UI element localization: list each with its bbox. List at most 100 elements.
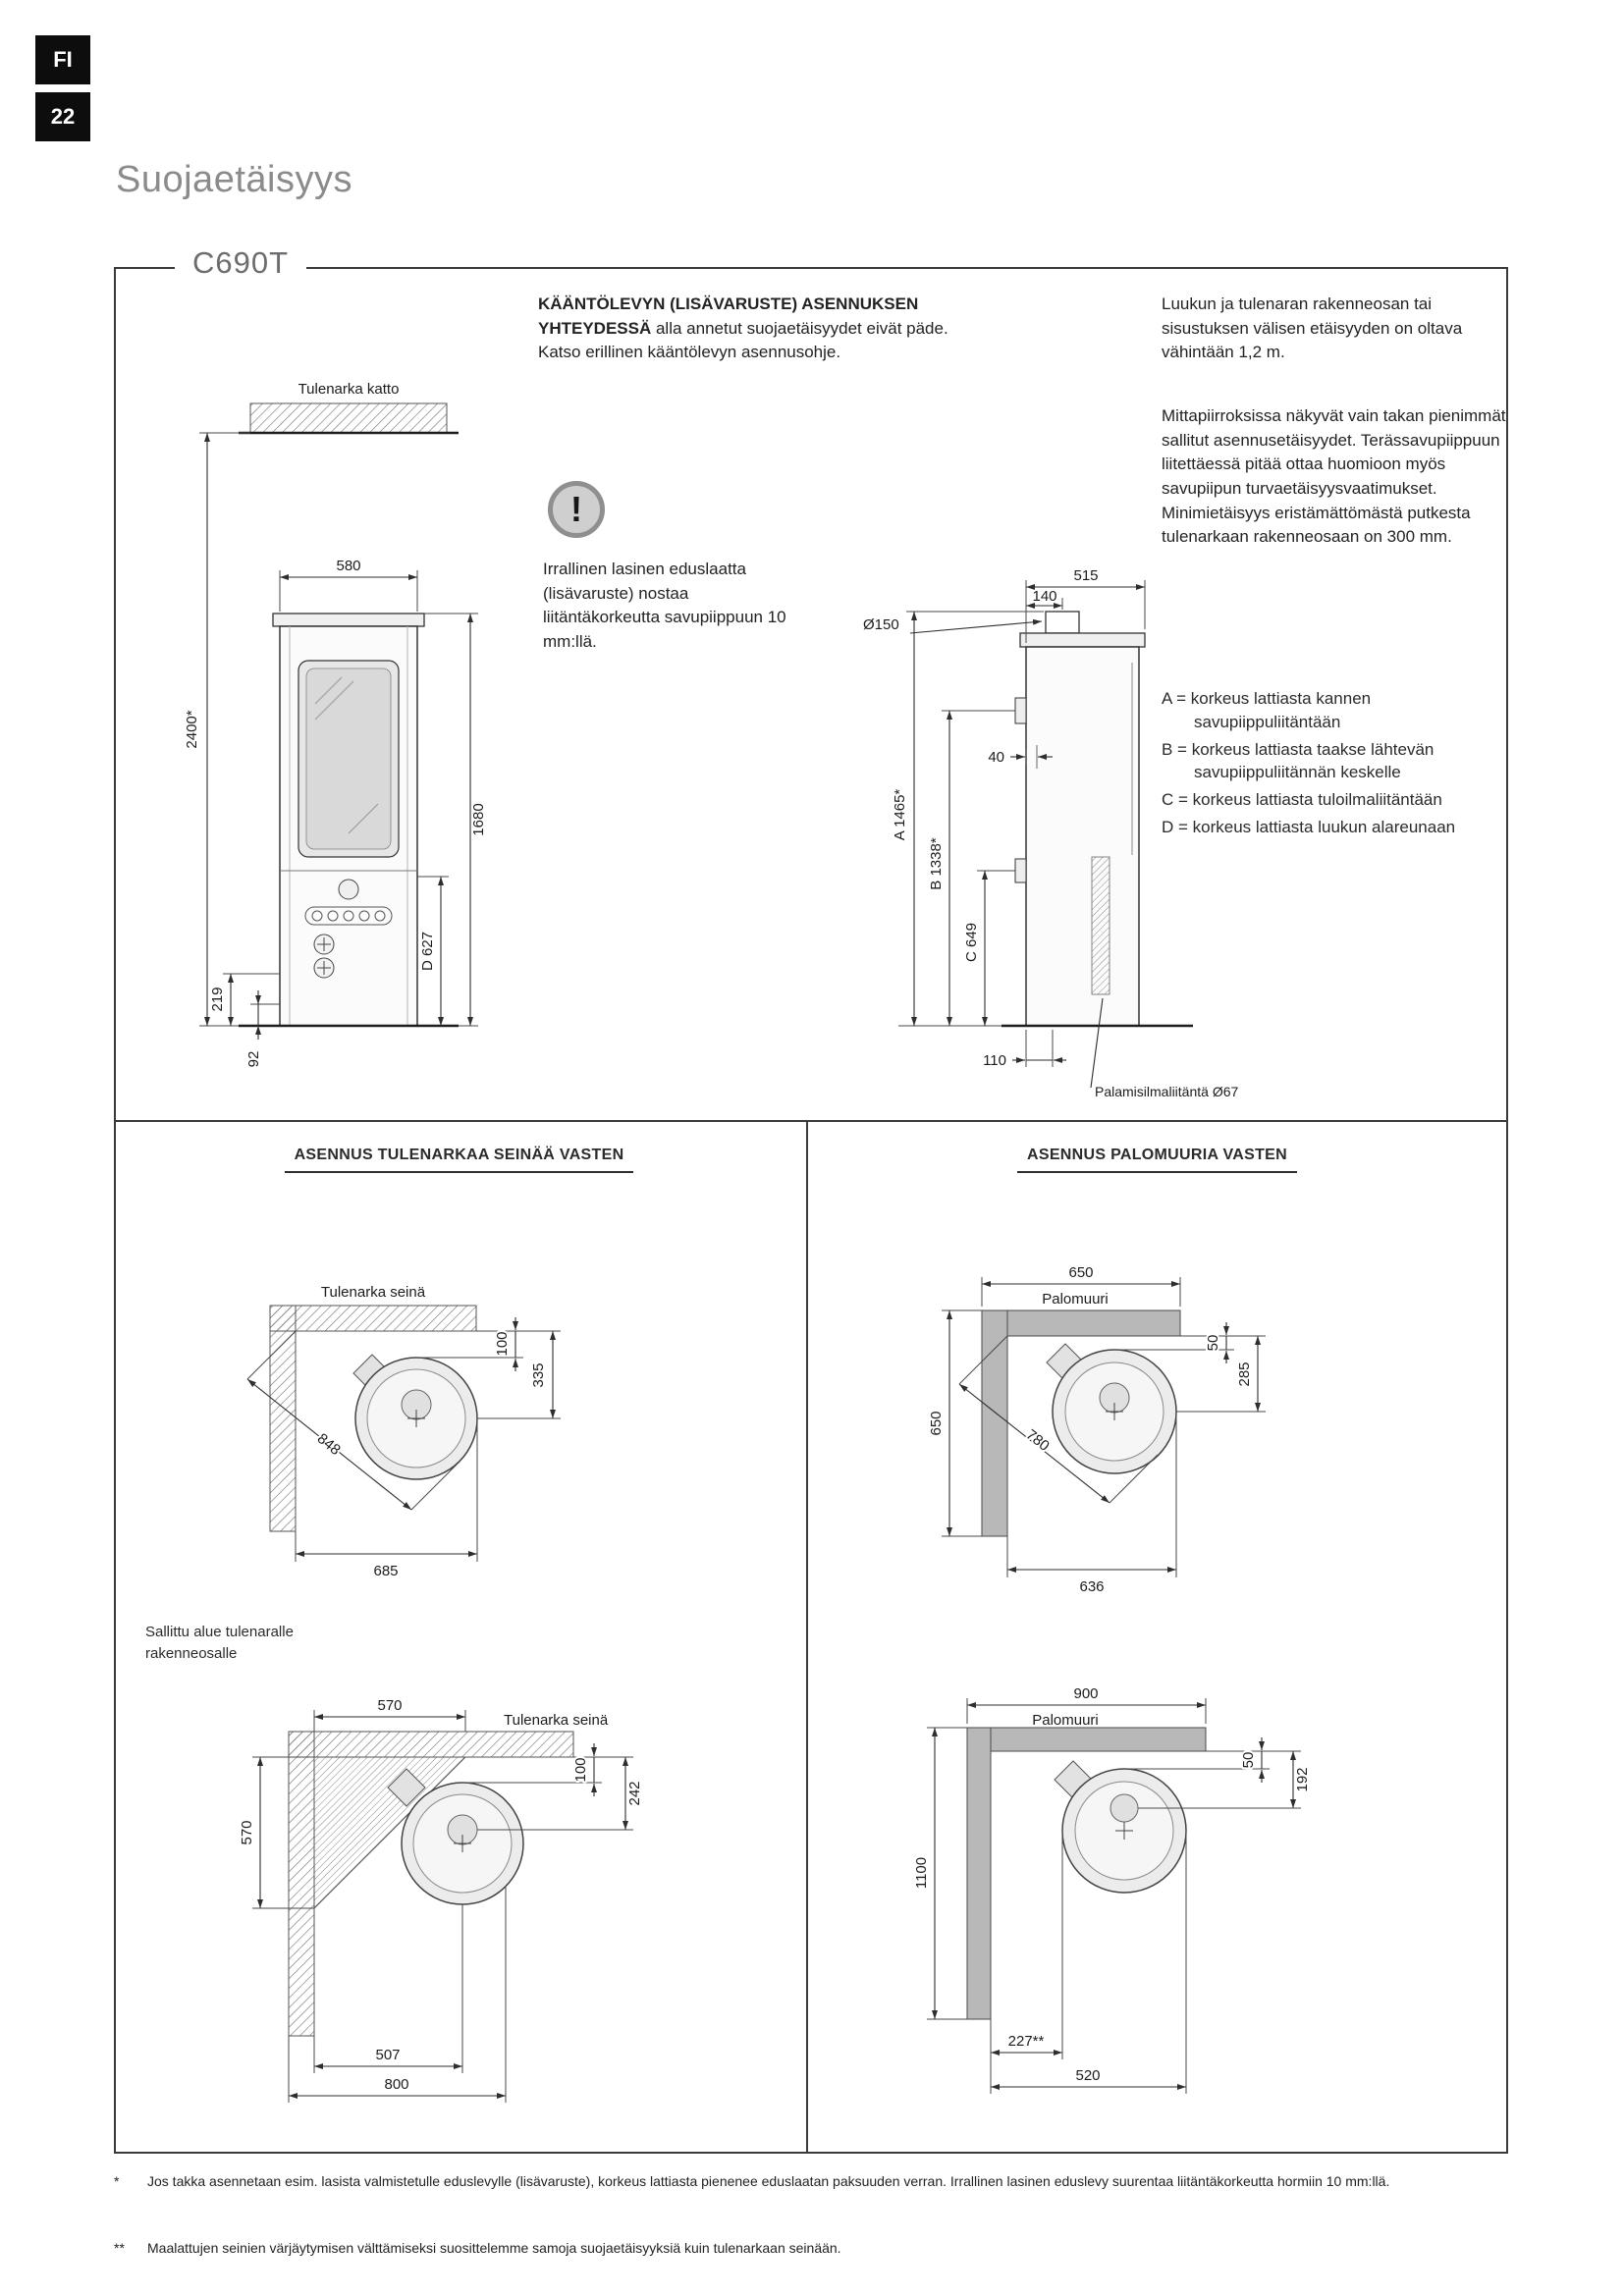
dim-gap-100: 100	[416, 1317, 523, 1371]
dim-left-570: 570	[237, 1756, 314, 1909]
page-title: Suojaetäisyys	[116, 159, 352, 200]
flammable-ceiling	[239, 402, 459, 435]
wall-label: Tulenarka seinä	[504, 1712, 609, 1729]
wall-section-header: ASENNUS TULENARKAA SEINÄÄ VASTEN	[114, 1147, 804, 1173]
dim-text-c: C 649	[963, 923, 980, 962]
dim-rear-offset-40: 40	[986, 747, 1053, 768]
stove-top-view	[1054, 1760, 1187, 1894]
dim-text-1100: 1100	[913, 1857, 930, 1889]
dim-front-685: 685	[295, 1418, 478, 1581]
wall-label: Tulenarka seinä	[321, 1284, 426, 1301]
dim-gap-50: 50	[1124, 1737, 1270, 1783]
allowed-area-label: Sallittu alue tulenaralle rakenneosalle	[145, 1624, 294, 1662]
dim-flue-offset-140: 140	[1026, 586, 1063, 610]
dim-front-520: 520	[990, 1831, 1187, 2094]
dim-text-580: 580	[336, 558, 360, 574]
air-connection-callout: Palamisilmaliitäntä Ø67	[1090, 997, 1240, 1101]
dim-text-a: A 1465*	[892, 789, 908, 841]
dim-text-636: 636	[1079, 1578, 1104, 1595]
wall-corner-diagram-1: Tulenarka seinä 100 335	[246, 1284, 561, 1581]
dim-text-227: 227**	[1008, 2033, 1045, 2050]
dim-text-50: 50	[1205, 1335, 1221, 1352]
legend-item-b: B = korkeus lattiasta taakse lähtevän sa…	[1162, 739, 1435, 782]
stove-top-view	[352, 1354, 478, 1480]
dim-text-100: 100	[494, 1331, 511, 1356]
dim-text-2400: 2400*	[184, 710, 200, 748]
dim-507: 507	[313, 1904, 463, 2073]
firewall-diagram-2: Palomuuri 900 50	[911, 1683, 1313, 2094]
ceiling-label: Tulenarka katto	[298, 381, 400, 398]
dim-height-92: 92	[244, 990, 280, 1069]
dim-text-650-top: 650	[1068, 1264, 1093, 1281]
front-view-diagram: Tulenarka katto	[182, 381, 489, 1069]
dim-text-50: 50	[1240, 1752, 1257, 1769]
dim-text-685: 685	[373, 1563, 398, 1579]
dim-height-1680: 1680	[424, 613, 489, 1027]
turn-plate-warning-bold: KÄÄNTÖLEVYN (LISÄVARUSTE) ASENNUKSEN YHT…	[538, 294, 919, 338]
air-connection-label: Palamisilmaliitäntä Ø67	[1095, 1084, 1238, 1099]
turn-plate-warning-rest: alla annetut suojaetäisyydet eivät päde.…	[538, 318, 948, 362]
dim-top-650: 650	[981, 1262, 1181, 1307]
dim-b-1338: B 1338*	[926, 710, 1015, 1026]
dim-text-848: 848	[314, 1430, 344, 1459]
dim-door-height-627: D 627	[417, 876, 449, 1026]
model-label: C690T	[175, 245, 307, 281]
dim-depth-515: 515	[1025, 565, 1146, 643]
dim-text-900: 900	[1073, 1685, 1098, 1702]
footnote-1: * Jos takka asennetaan esim. lasista val…	[114, 2171, 1512, 2192]
section-divider-horizontal	[116, 1120, 1506, 1122]
dim-text-800: 800	[384, 2076, 408, 2093]
footnote-2-mark: **	[114, 2240, 125, 2256]
min-distance-note: Mittapiirroksissa näkyvät vain takan pie…	[1162, 406, 1506, 547]
footnote-2: ** Maalattujen seinien värjäytymisen väl…	[114, 2238, 1512, 2259]
dim-left-1100: 1100	[911, 1727, 967, 2020]
dim-text-242: 242	[626, 1781, 643, 1805]
dim-text-192: 192	[1294, 1767, 1311, 1791]
dim-text-515: 515	[1073, 567, 1098, 584]
dim-flue-192: 192	[1138, 1750, 1313, 1809]
dim-text-780: 780	[1023, 1426, 1053, 1455]
dim-text-570-left: 570	[239, 1820, 255, 1844]
legend-item-a: A = korkeus lattiasta kannen savupiippul…	[1162, 689, 1372, 731]
firewall-section-header: ASENNUS PALOMUURIA VASTEN	[806, 1147, 1508, 1173]
legend-item-d: D = korkeus lattiasta luukun alareunaan	[1162, 817, 1456, 836]
dim-gap-50: 50	[1114, 1322, 1234, 1363]
footnote-1-mark: *	[114, 2173, 120, 2189]
dimension-legend: A = korkeus lattiasta kannen savupiippul…	[1162, 687, 1517, 843]
dim-text-92: 92	[245, 1051, 262, 1068]
firewall-section-header-text: ASENNUS PALOMUURIA VASTEN	[1017, 1147, 1297, 1173]
page-number: 22	[35, 92, 90, 141]
stove-front-view	[272, 613, 425, 1027]
stove-side-view	[1014, 611, 1146, 1027]
dim-width-580: 580	[279, 556, 418, 612]
dim-text-285: 285	[1236, 1362, 1253, 1386]
dim-text-flue: Ø150	[863, 616, 899, 633]
dim-height-2400: 2400*	[182, 432, 250, 1027]
dim-text-507: 507	[375, 2047, 400, 2063]
firewall-label: Palomuuri	[1042, 1291, 1109, 1308]
dim-front-636: 636	[1006, 1412, 1177, 1597]
dim-c-649: C 649	[961, 870, 1015, 1026]
dim-gap-227: 227**	[990, 1831, 1063, 2059]
dim-text-40: 40	[988, 749, 1004, 766]
stove-top-view	[387, 1768, 524, 1905]
model-frame: C690T	[114, 245, 1508, 2154]
section-divider-vertical	[806, 1120, 808, 2152]
door-distance-note: Luukun ja tulenaran rakenneosan tai sisu…	[1162, 294, 1463, 362]
turn-plate-warning: KÄÄNTÖLEVYN (LISÄVARUSTE) ASENNUKSEN YHT…	[538, 293, 982, 365]
firewall-label: Palomuuri	[1032, 1712, 1099, 1729]
dim-gap-100: 100	[462, 1743, 602, 1796]
dim-a-1465: A 1465*	[890, 611, 1044, 1027]
dim-top-900: 900	[966, 1683, 1207, 1724]
side-view-diagram: 515 140 Ø150 40 A 1465* B 1338*	[861, 565, 1240, 1101]
dim-text-1680: 1680	[470, 803, 487, 835]
stove-top-view	[1046, 1343, 1177, 1474]
dim-center-285: 285	[1176, 1335, 1266, 1413]
dim-text-627: D 627	[419, 932, 436, 971]
dim-height-219: 219	[207, 973, 280, 1026]
wall-section-header-text: ASENNUS TULENARKAA SEINÄÄ VASTEN	[284, 1147, 634, 1173]
dim-top-570: 570	[313, 1695, 466, 1732]
dim-text-650-left: 650	[928, 1411, 945, 1435]
dim-text-110: 110	[983, 1052, 1006, 1069]
